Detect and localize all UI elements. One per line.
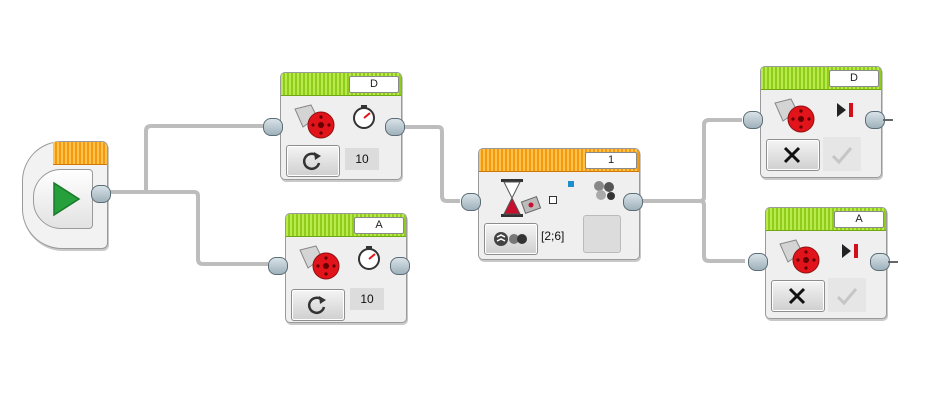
port-label[interactable]: A	[834, 211, 884, 228]
brake-on-toggle[interactable]	[828, 278, 866, 312]
mode-button[interactable]	[291, 289, 345, 321]
input-plug[interactable]	[263, 118, 283, 136]
output-wire-stub	[888, 261, 898, 263]
port-label[interactable]: A	[354, 217, 404, 234]
motor-icon	[294, 104, 335, 139]
brake-off-button[interactable]	[771, 280, 825, 312]
port-label[interactable]: D	[829, 70, 879, 87]
white-indicator	[549, 196, 557, 204]
close-icon	[788, 287, 806, 305]
input-plug[interactable]	[461, 193, 481, 211]
brake-off-button[interactable]	[766, 139, 820, 171]
power-value[interactable]: 10	[350, 288, 384, 310]
motor-icon	[299, 245, 340, 280]
speedometer-icon	[358, 246, 380, 270]
stop-icon	[842, 244, 858, 258]
motor-stop-block-d[interactable]: D	[743, 66, 893, 178]
motor-stop-block-a[interactable]: A	[748, 207, 898, 319]
start-block-header	[53, 142, 107, 165]
stop-icon	[837, 103, 853, 117]
port-label[interactable]: D	[349, 76, 399, 93]
wait-block[interactable]: 1 [2;6]	[461, 148, 643, 260]
input-plug[interactable]	[748, 253, 768, 271]
color-sensor-compare-icon	[494, 232, 527, 246]
blue-indicator	[568, 181, 574, 187]
value-input-pad[interactable]	[583, 215, 621, 253]
output-plug[interactable]	[865, 111, 885, 129]
output-plug[interactable]	[390, 257, 410, 275]
rotate-icon	[302, 152, 321, 170]
port-label[interactable]: 1	[585, 152, 637, 169]
motor-icon	[774, 98, 815, 133]
motor-block-d[interactable]: D 10	[263, 72, 405, 180]
compare-value[interactable]: [2;6]	[541, 229, 565, 243]
close-icon	[783, 146, 801, 164]
hourglass-icon	[501, 179, 542, 217]
output-plug[interactable]	[91, 185, 111, 203]
motor-block-a[interactable]: A 10	[268, 213, 410, 323]
output-plug[interactable]	[385, 118, 405, 136]
brake-on-toggle[interactable]	[823, 137, 861, 171]
input-plug[interactable]	[743, 111, 763, 129]
play-icon	[53, 181, 81, 217]
output-wire-stub	[883, 119, 893, 121]
check-icon	[831, 147, 853, 165]
mode-button[interactable]	[484, 223, 538, 255]
output-plug[interactable]	[623, 193, 643, 211]
start-block[interactable]	[22, 141, 111, 249]
motor-icon	[779, 239, 820, 274]
power-value[interactable]: 10	[345, 148, 379, 170]
speedometer-icon	[353, 105, 375, 129]
start-button[interactable]	[33, 169, 93, 229]
input-plug[interactable]	[268, 257, 288, 275]
mode-button[interactable]	[286, 145, 340, 177]
color-dots-icon	[594, 181, 615, 200]
rotate-icon	[307, 296, 326, 314]
output-plug[interactable]	[870, 253, 890, 271]
check-icon	[836, 288, 858, 306]
